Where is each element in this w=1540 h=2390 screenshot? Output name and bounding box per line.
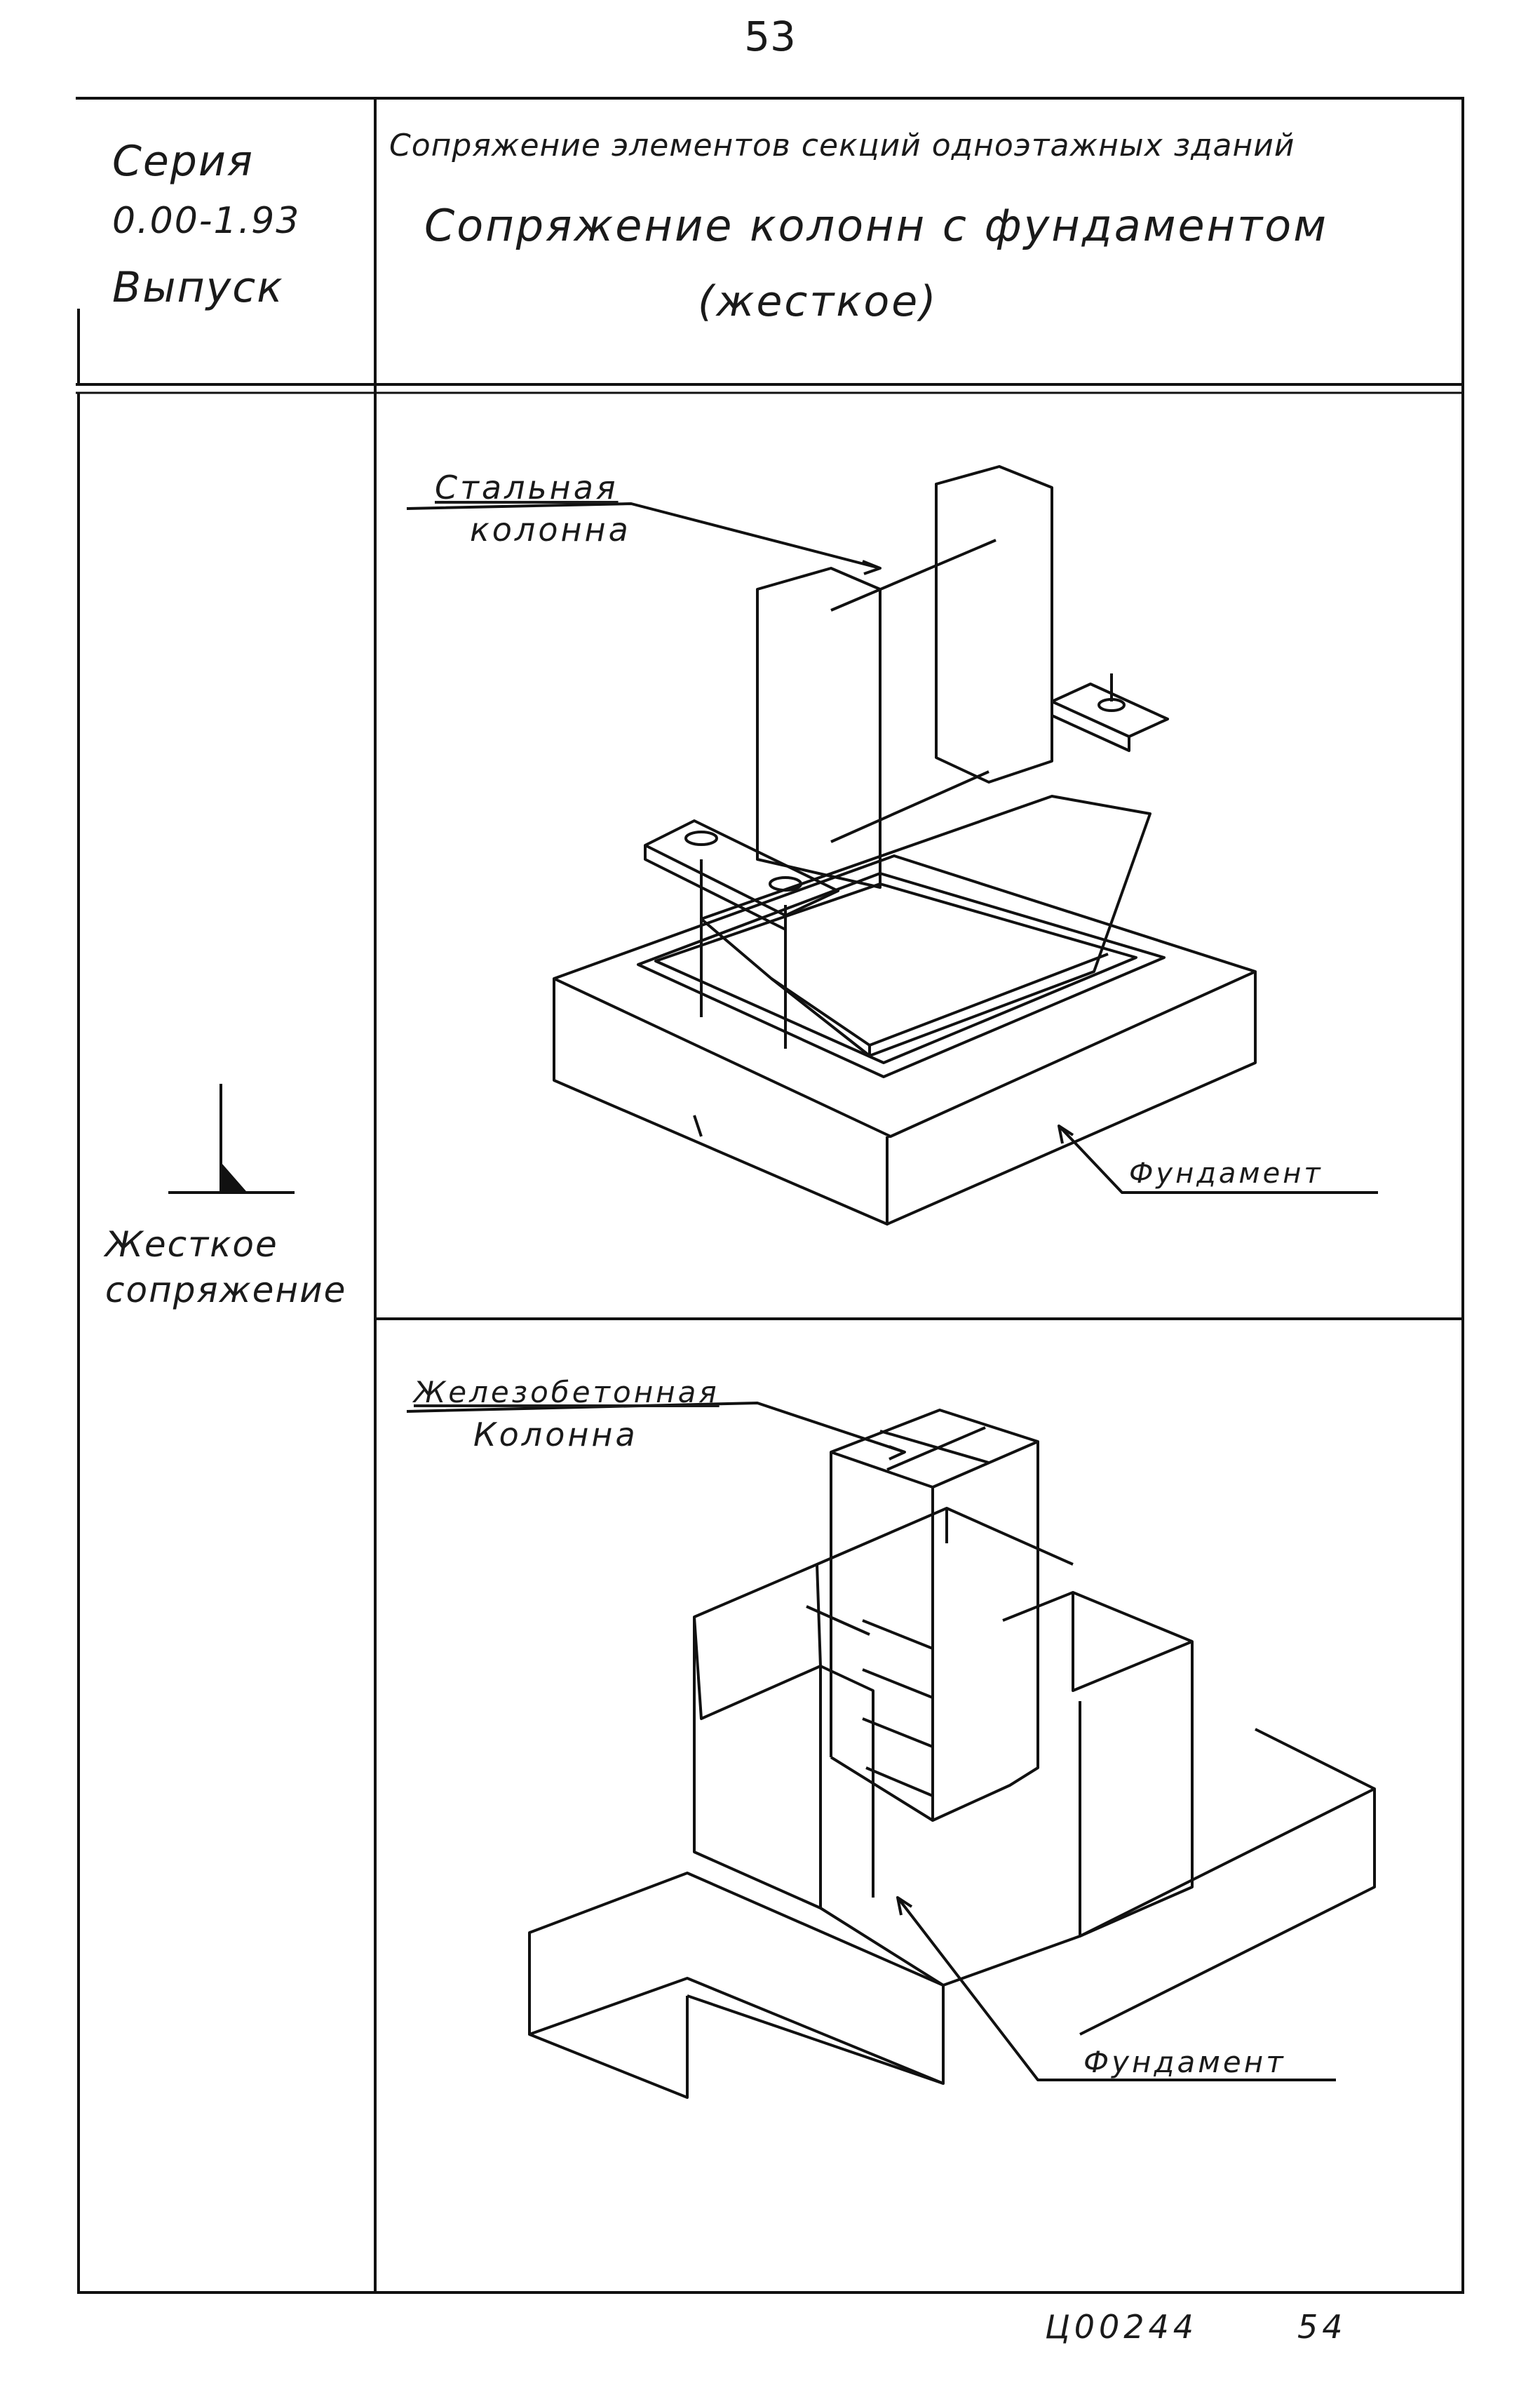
- rigid-joint-label-line1: Жесткое: [105, 1224, 278, 1265]
- rigid-joint-symbol: [168, 1084, 295, 1194]
- steel-column-label-line1: Стальная: [435, 469, 619, 506]
- foundation-label-2: Фундамент: [1083, 2045, 1286, 2079]
- page-number: 53: [744, 13, 796, 60]
- series-label: Серия: [112, 137, 254, 186]
- series-number: 0.00-1.93: [112, 200, 301, 242]
- rigid-joint-label-line2: сопряжение: [105, 1270, 347, 1310]
- title-line2: Сопряжение колонн с фундаментом: [424, 200, 1328, 251]
- title-line3: (жесткое): [698, 277, 938, 326]
- rc-column-label-line2: Колонна: [473, 1416, 638, 1454]
- footer-code: Ц00244: [1045, 2308, 1198, 2346]
- steel-column-label-line2: колонна: [470, 511, 631, 549]
- footer-number: 54: [1297, 2308, 1347, 2346]
- title-line1: Сопряжение элементов секций одноэтажных …: [389, 128, 1295, 163]
- foundation-label-1: Фундамент: [1129, 1157, 1323, 1190]
- rc-column-label-line1: Железобетонная: [414, 1375, 720, 1409]
- issue-label: Выпуск: [112, 263, 284, 312]
